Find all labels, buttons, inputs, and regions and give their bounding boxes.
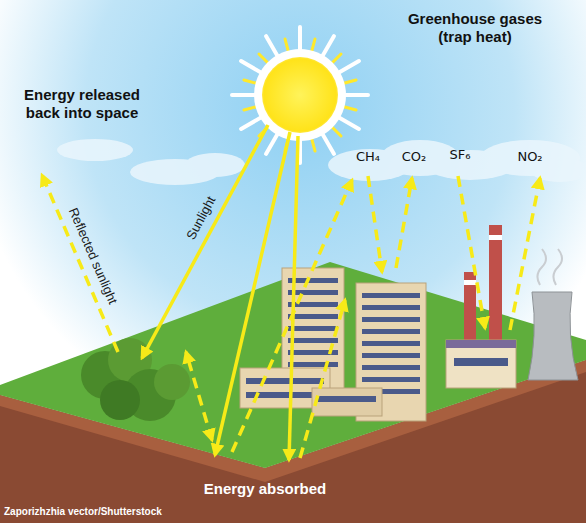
clouds bbox=[57, 139, 586, 185]
infrared-arrows bbox=[42, 175, 540, 458]
gas-label: SF₆ bbox=[450, 147, 471, 163]
ground-label: Energy absorbed bbox=[204, 480, 327, 498]
credit-text: Zaporizhzhia vector/Shutterstock bbox=[4, 506, 162, 518]
gas-label: CO₂ bbox=[402, 149, 427, 165]
sun bbox=[232, 27, 368, 163]
sunlight-arrows bbox=[142, 125, 298, 460]
factory bbox=[446, 225, 578, 388]
gases-heading: Greenhouse gases (trap heat) bbox=[392, 10, 558, 46]
arrow-label: Sunlight bbox=[183, 194, 219, 243]
trees bbox=[81, 338, 190, 421]
arrow-label: Reflected sunlight bbox=[65, 205, 120, 306]
gas-label: CH₄ bbox=[356, 149, 380, 165]
gas-label: NO₂ bbox=[517, 149, 542, 165]
space-heading: Energy released back into space bbox=[6, 86, 158, 122]
